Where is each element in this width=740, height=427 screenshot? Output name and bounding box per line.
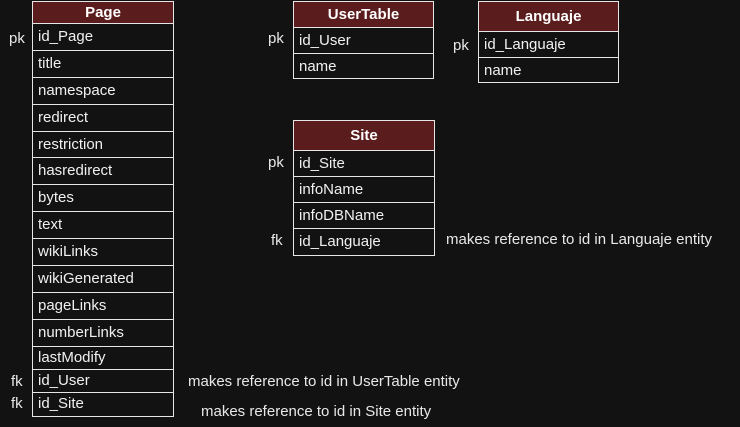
page-field-id-site[interactable]: id_Site	[38, 394, 84, 412]
site-entity[interactable]: Site id_Site infoName infoDBName id_Lang…	[293, 120, 435, 256]
usertable-field-id-user[interactable]: id_User	[294, 28, 433, 54]
site-pk-label: pk	[268, 154, 284, 171]
site-field-infoname[interactable]: infoName	[294, 177, 434, 203]
page-field-wikilinks[interactable]: wikiLinks	[33, 239, 173, 267]
usertable-field-name[interactable]: name	[299, 57, 337, 75]
note-site-languaje-reference: makes reference to id in Languaje entity	[446, 231, 712, 248]
page-entity[interactable]: Page id_Page title namespace redirect re…	[32, 1, 174, 417]
note-page-user-reference: makes reference to id in UserTable entit…	[188, 373, 460, 390]
page-field-pagelinks[interactable]: pageLinks	[33, 293, 173, 320]
page-field-hasredirect[interactable]: hasredirect	[33, 158, 173, 186]
site-entity-title: Site	[294, 121, 434, 151]
site-field-id-languaje[interactable]: id_Languaje	[299, 233, 381, 250]
page-field-id-page[interactable]: id_Page	[33, 24, 173, 51]
languaje-field-name[interactable]: name	[484, 61, 522, 79]
page-fk-site-label: fk	[11, 395, 23, 412]
page-field-id-user[interactable]: id_User	[33, 370, 173, 393]
languaje-pk-label: pk	[453, 37, 469, 54]
languaje-field-id-languaje[interactable]: id_Languaje	[479, 32, 618, 58]
site-field-infodbname[interactable]: infoDBName	[294, 203, 434, 229]
note-page-site-reference: makes reference to id in Site entity	[201, 403, 432, 420]
page-field-lastmodify[interactable]: lastModify	[33, 347, 173, 370]
page-field-numberlinks[interactable]: numberLinks	[33, 320, 173, 347]
page-field-bytes[interactable]: bytes	[33, 185, 173, 213]
languaje-entity-title: Languaje	[479, 2, 618, 32]
page-field-namespace[interactable]: namespace	[33, 78, 173, 105]
page-field-text[interactable]: text	[33, 212, 173, 240]
page-fk-user-label: fk	[11, 373, 23, 390]
languaje-entity[interactable]: Languaje id_Languaje name	[478, 1, 619, 83]
page-field-redirect[interactable]: redirect	[33, 105, 173, 132]
page-field-restriction[interactable]: restriction	[33, 132, 173, 159]
site-fk-languaje-label: fk	[271, 232, 283, 249]
page-field-title[interactable]: title	[33, 51, 173, 78]
page-field-wikigenerated[interactable]: wikiGenerated	[33, 266, 173, 293]
page-pk-label: pk	[9, 30, 25, 47]
usertable-entity[interactable]: UserTable id_User name	[293, 1, 434, 79]
page-entity-title: Page	[33, 2, 173, 24]
site-field-id-site[interactable]: id_Site	[294, 151, 434, 177]
usertable-pk-label: pk	[268, 30, 284, 47]
usertable-entity-title: UserTable	[294, 2, 433, 28]
